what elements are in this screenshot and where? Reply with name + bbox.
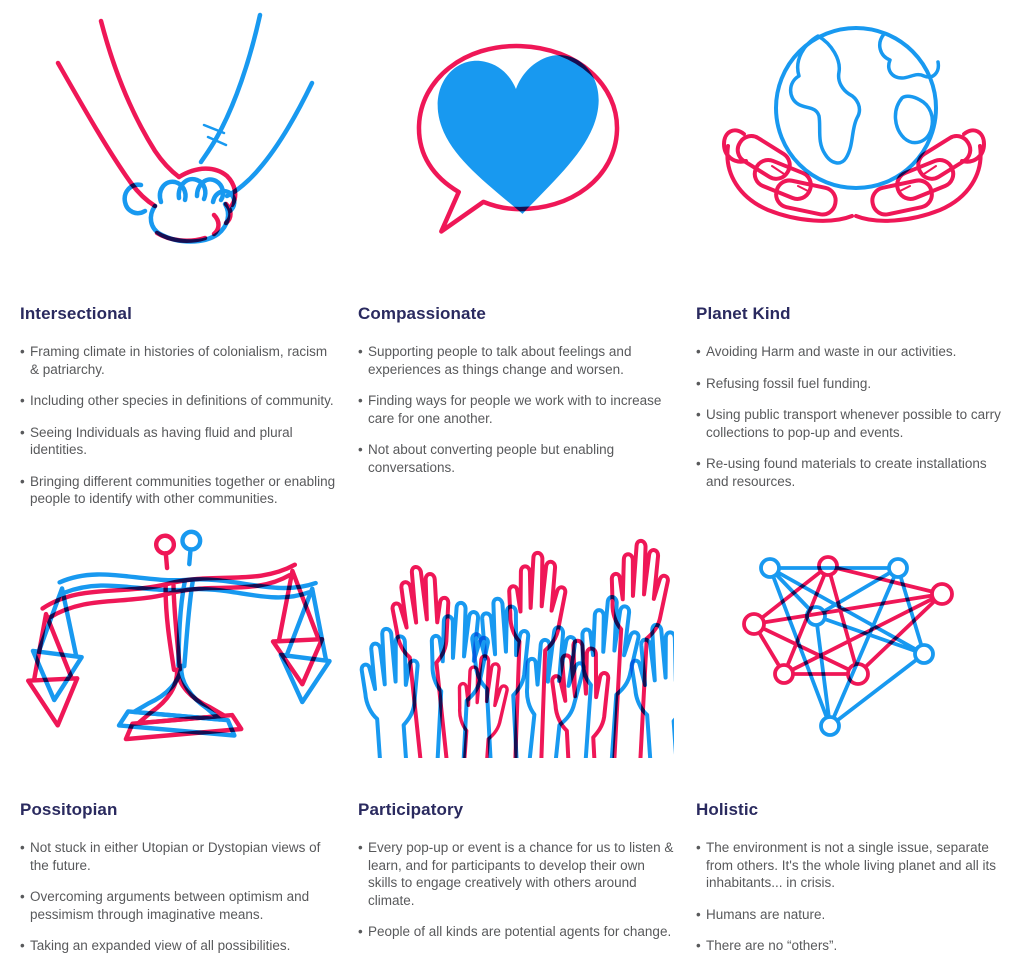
bullet-item: •Avoiding Harm and waste in our activiti… [696, 344, 957, 359]
bullet-marker: • [20, 889, 25, 904]
section-title: Participatory [358, 800, 464, 819]
bullet-marker: • [696, 938, 701, 953]
bullet-item: •There are no “others”. [696, 938, 838, 953]
bullet-marker: • [358, 344, 363, 359]
bullet-list: •The environment is not a single issue, … [696, 839, 1012, 955]
section-possitopian: Possitopian •Not stuck in either Utopian… [20, 512, 336, 969]
bullet-list: •Every pop-up or event is a chance for u… [358, 839, 674, 941]
section-title: Holistic [696, 800, 759, 819]
bullet-marker: • [358, 924, 363, 939]
bullet-marker: • [696, 375, 701, 391]
bullet-item: •Taking an expanded view of all possibil… [20, 938, 291, 953]
section-title: Possitopian [20, 800, 118, 819]
bullet-list: •Supporting people to talk about feeling… [358, 343, 674, 476]
section-planet-kind: Planet Kind •Avoiding Harm and waste in … [696, 0, 1012, 512]
bullet-list: •Not stuck in either Utopian or Dystopia… [20, 839, 336, 955]
bullet-item: •Finding ways for people we work with to… [358, 393, 662, 426]
bullet-marker: • [358, 393, 363, 408]
bullet-item: •People of all kinds are potential agent… [358, 924, 672, 939]
bullet-marker: • [20, 344, 25, 359]
bullet-marker: • [20, 938, 25, 953]
bullet-marker: • [696, 407, 701, 422]
bullet-marker: • [696, 456, 701, 471]
section-title: Compassionate [358, 304, 486, 323]
hands-holding-earth-illustration [696, 0, 1012, 262]
bullet-item: •Supporting people to talk about feeling… [358, 344, 632, 377]
bullet-list: •Avoiding Harm and waste in our activiti… [696, 343, 1012, 490]
bullet-marker: • [20, 473, 25, 489]
bullet-item: •The environment is not a single issue, … [696, 840, 996, 890]
bullet-item: •Humans are nature. [696, 906, 826, 922]
bullet-item: •Seeing Individuals as having fluid and … [20, 424, 293, 458]
bullet-item: •Refusing fossil fuel funding. [696, 375, 872, 391]
bullet-marker: • [358, 442, 363, 457]
bullet-marker: • [20, 393, 25, 408]
bullet-list: •Framing climate in histories of colonia… [20, 343, 336, 508]
bullet-marker: • [696, 344, 701, 359]
bullet-item: •Including other species in definitions … [20, 393, 334, 408]
bullet-marker: • [20, 424, 25, 440]
bullet-item: •Not stuck in either Utopian or Dystopia… [20, 840, 321, 873]
bullet-marker: • [358, 840, 363, 855]
network-illustration [696, 512, 1012, 758]
raised-hands-illustration [358, 512, 674, 758]
balance-scales-illustration [20, 512, 336, 758]
bullet-item: •Using public transport whenever possibl… [696, 407, 1001, 440]
section-holistic: Holistic •The environment is not a singl… [696, 512, 1012, 969]
section-participatory: Participatory •Every pop-up or event is … [358, 512, 674, 969]
section-title: Planet Kind [696, 304, 791, 323]
bullet-item: •Re-using found materials to create inst… [696, 456, 987, 489]
section-title: Intersectional [20, 304, 132, 323]
bullet-item: •Not about converting people but enablin… [358, 442, 615, 475]
heart-speech-bubble-illustration [358, 0, 674, 262]
bullet-item: •Every pop-up or event is a chance for u… [358, 840, 674, 908]
bullet-marker: • [20, 840, 25, 855]
bullet-marker: • [696, 840, 701, 855]
bullet-item: •Bringing different communities together… [20, 473, 336, 507]
bullet-item: •Overcoming arguments between optimism a… [20, 889, 310, 922]
bullet-item: •Framing climate in histories of colonia… [20, 344, 328, 377]
section-compassionate: Compassionate •Supporting people to talk… [358, 0, 674, 512]
section-intersectional: Intersectional •Framing climate in histo… [20, 0, 336, 512]
holding-hands-illustration [20, 0, 336, 262]
bullet-marker: • [696, 906, 701, 922]
